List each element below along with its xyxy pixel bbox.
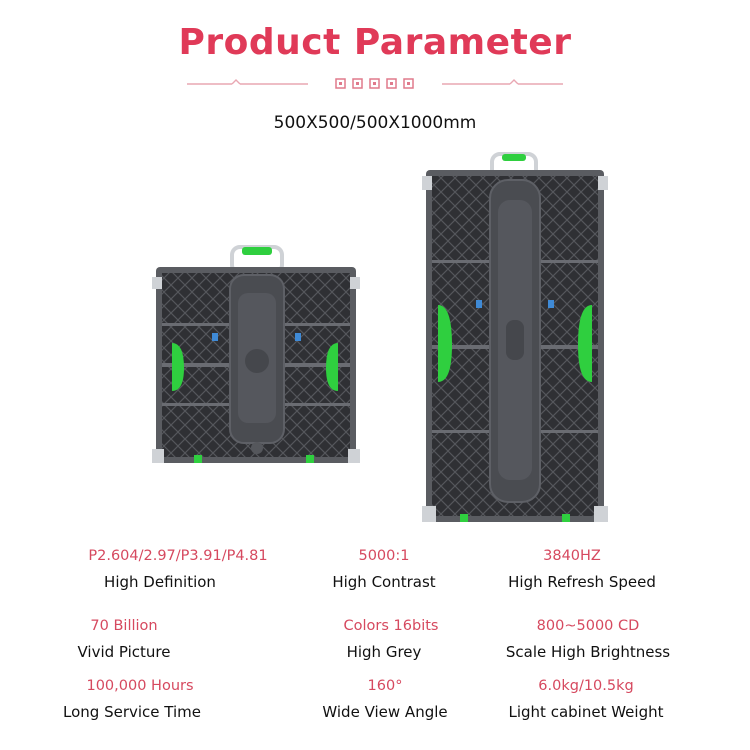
spec-value: 3840HZ bbox=[543, 548, 601, 564]
spec-value: 70 Billion bbox=[90, 618, 158, 634]
spec-value: Colors 16bits bbox=[343, 618, 439, 634]
spec-label: High Definition bbox=[104, 573, 216, 591]
page-title: Product Parameter bbox=[178, 22, 572, 63]
spec-view-angle: 160° Wide View Angle bbox=[265, 678, 505, 721]
spec-label: Wide View Angle bbox=[322, 703, 448, 721]
spec-row: 100,000 Hours Long Service Time 160° Wid… bbox=[0, 678, 750, 738]
large-cabinet-image bbox=[420, 150, 610, 530]
spec-label: High Grey bbox=[346, 643, 422, 661]
small-cabinet-image bbox=[150, 243, 362, 473]
spec-value: 6.0kg/10.5kg bbox=[538, 678, 634, 694]
spec-row: P2.604/2.97/P3.91/P4.81 High Definition … bbox=[0, 548, 750, 608]
spec-weight: 6.0kg/10.5kg Light cabinet Weight bbox=[466, 678, 706, 721]
spec-contrast: 5000:1 High Contrast bbox=[264, 548, 504, 591]
spec-brightness: 800~5000 CD Scale High Brightness bbox=[468, 618, 708, 661]
spec-label: Long Service Time bbox=[63, 703, 201, 721]
spec-refresh: 3840HZ High Refresh Speed bbox=[462, 548, 702, 591]
spec-label: Light cabinet Weight bbox=[508, 703, 664, 721]
spec-lifetime: 100,000 Hours Long Service Time bbox=[20, 678, 260, 721]
spec-value: 160° bbox=[367, 678, 403, 694]
spec-colors: 70 Billion Vivid Picture bbox=[4, 618, 244, 661]
spec-value: 5000:1 bbox=[358, 548, 410, 564]
spec-value: 800~5000 CD bbox=[536, 618, 640, 634]
title-divider bbox=[187, 78, 563, 89]
spec-label: Vivid Picture bbox=[77, 643, 171, 661]
spec-value: P2.604/2.97/P3.91/P4.81 bbox=[88, 548, 268, 564]
spec-label: Scale High Brightness bbox=[505, 643, 671, 661]
spec-grey: Colors 16bits High Grey bbox=[271, 618, 511, 661]
spec-resolution: P2.604/2.97/P3.91/P4.81 High Definition bbox=[58, 548, 298, 591]
spec-label: High Refresh Speed bbox=[508, 573, 656, 591]
spec-label: High Contrast bbox=[332, 573, 436, 591]
spec-value: 100,000 Hours bbox=[86, 678, 194, 694]
cabinet-size-subtitle: 500X500/500X1000mm bbox=[273, 113, 477, 133]
spec-row: 70 Billion Vivid Picture Colors 16bits H… bbox=[0, 618, 750, 678]
